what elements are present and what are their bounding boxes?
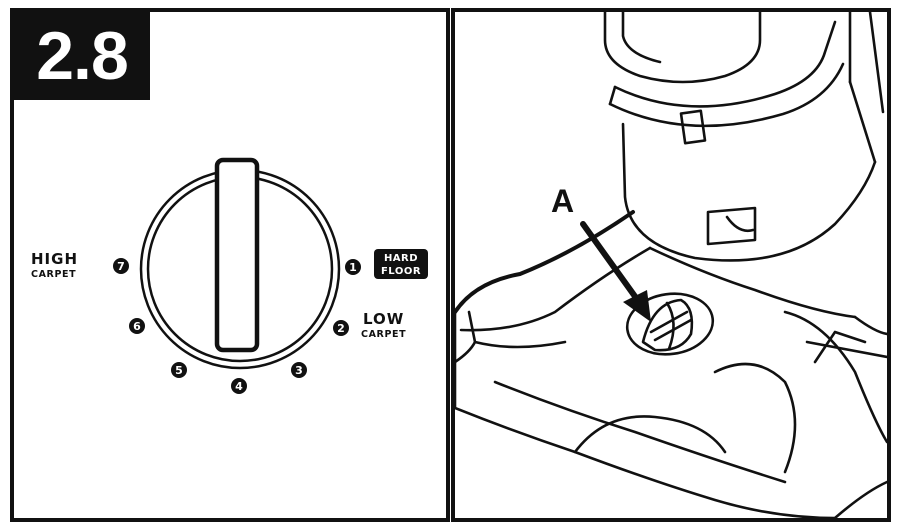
dial-panel: 2.8 1 2 3 4 5 6 bbox=[10, 8, 450, 522]
svg-text:1: 1 bbox=[349, 261, 357, 274]
setting-3[interactable]: 3 bbox=[291, 362, 307, 378]
dial-illustration: 1 2 3 4 5 6 7 HARD FLOOR bbox=[31, 157, 428, 394]
collar-tab bbox=[679, 109, 707, 145]
upper-tube bbox=[603, 12, 762, 84]
collar-top bbox=[613, 20, 837, 108]
svg-text:2: 2 bbox=[337, 322, 345, 335]
svg-text:HIGH: HIGH bbox=[31, 250, 78, 268]
svg-text:FLOOR: FLOOR bbox=[381, 266, 421, 277]
callout-label-a: A bbox=[551, 183, 574, 219]
svg-text:HARD: HARD bbox=[384, 253, 418, 264]
svg-text:7: 7 bbox=[117, 260, 125, 273]
svg-text:LOW: LOW bbox=[363, 310, 404, 328]
setting-4[interactable]: 4 bbox=[231, 378, 247, 394]
svg-text:4: 4 bbox=[235, 380, 243, 393]
base-top-edge bbox=[648, 246, 857, 319]
high-carpet-label: HIGH CARPET bbox=[31, 250, 78, 280]
base-lower-shell bbox=[455, 406, 837, 518]
svg-text:5: 5 bbox=[175, 364, 183, 377]
svg-text:CARPET: CARPET bbox=[361, 329, 406, 340]
low-carpet-label: LOW CARPET bbox=[361, 310, 406, 340]
svg-text:3: 3 bbox=[295, 364, 303, 377]
setting-5[interactable]: 5 bbox=[171, 362, 187, 378]
dial-knob-grip bbox=[214, 157, 260, 353]
motor-housing bbox=[621, 122, 877, 262]
housing-window bbox=[706, 206, 757, 246]
svg-text:6: 6 bbox=[133, 320, 141, 333]
setting-7[interactable]: 7 bbox=[113, 258, 129, 274]
callout-arrow bbox=[580, 221, 651, 322]
vacuum-illustration: A bbox=[455, 12, 887, 518]
svg-text:CARPET: CARPET bbox=[31, 269, 76, 280]
step-number-badge: 2.8 bbox=[14, 12, 150, 100]
vacuum-detail-panel: A bbox=[451, 8, 891, 522]
setting-6[interactable]: 6 bbox=[129, 318, 145, 334]
setting-2[interactable]: 2 bbox=[333, 320, 349, 336]
base-left-edge bbox=[455, 210, 635, 314]
setting-1[interactable]: 1 bbox=[345, 259, 361, 275]
hard-floor-label: HARD FLOOR bbox=[374, 249, 428, 279]
dial-access-hole bbox=[625, 292, 715, 356]
dial-knob-in-hole bbox=[641, 298, 694, 352]
